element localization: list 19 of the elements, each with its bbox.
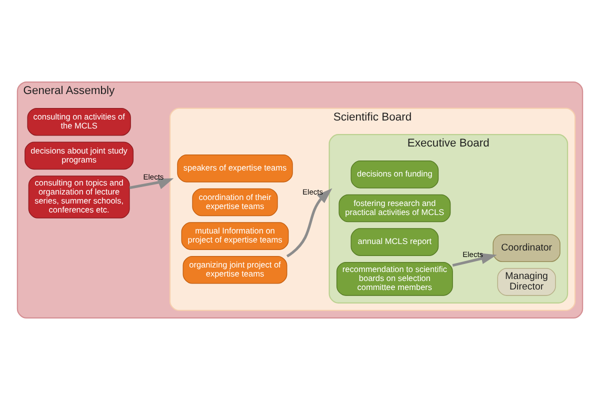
arrow [452, 253, 497, 267]
node-box: recommendation to scientific boards on selection committee members [336, 262, 453, 296]
node-box: organizing joint project of expertise teams [182, 256, 288, 284]
node-box: speakers of expertise teams [177, 154, 293, 182]
node-box: coordination of their expertise teams [192, 188, 278, 216]
edge-label: Elects [302, 188, 323, 197]
node-box: decisions about joint study programs [24, 142, 134, 170]
edge-label: Elects [143, 172, 164, 182]
arrow [129, 178, 174, 190]
node-box: consulting on activities of the MCLS [27, 108, 131, 136]
node-box: fostering research and practical activities of MCLS [338, 194, 451, 222]
node-box: Coordinator [492, 234, 560, 262]
edge-label: Elects [462, 250, 484, 260]
node-box: mutual Information on project of expertise teams [181, 222, 289, 250]
node-box: decisions on funding [350, 160, 439, 188]
arrow [286, 188, 332, 258]
node-box: Managing Director [497, 268, 556, 296]
node-box: annual MCLS report [350, 228, 439, 256]
node-box: consulting on topics and organization of lecture series, summer schools, conferences etc. [28, 176, 130, 218]
